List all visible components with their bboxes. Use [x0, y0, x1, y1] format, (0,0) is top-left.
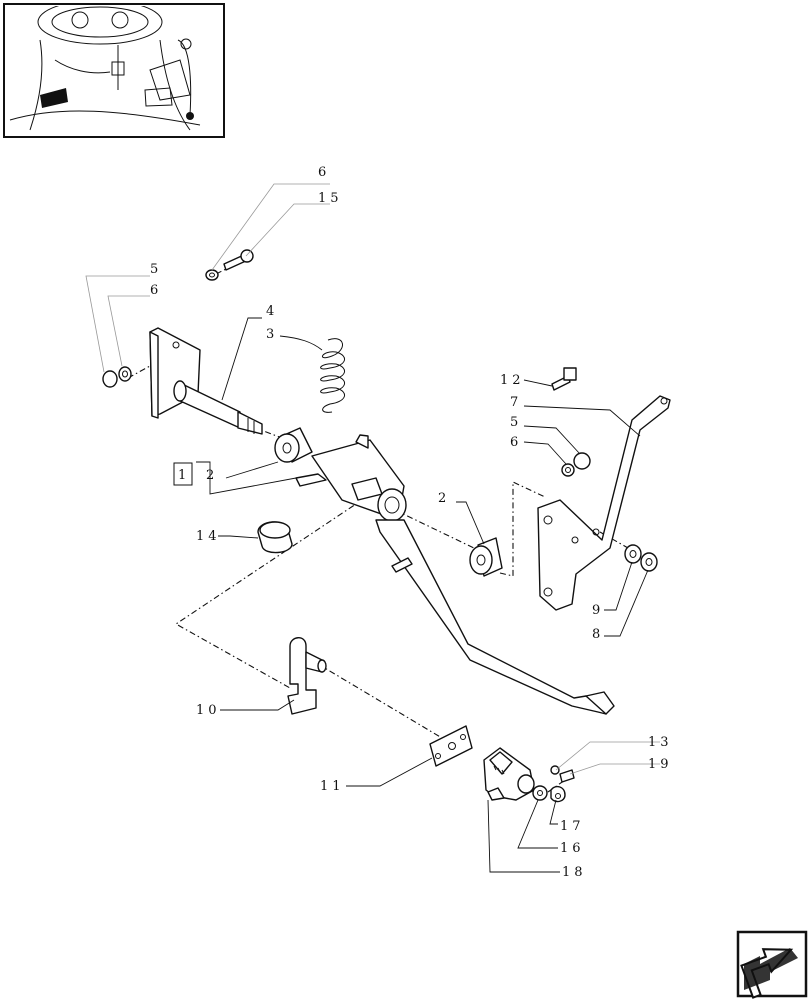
callout-6: 6: [150, 283, 162, 298]
assembly-line: [239, 421, 283, 439]
callout-11: 11: [320, 779, 345, 794]
bolt-15: [205, 249, 254, 281]
bracket-7: [537, 395, 671, 611]
bushing-2-right: [469, 537, 503, 577]
callout-19: 19: [648, 757, 673, 772]
assembly-line: [394, 509, 479, 551]
callout-labels: 6 15 5 6 4 3 12 7 5 6 1 2 2 14 9 8 10 13…: [150, 165, 673, 880]
callout-8: 8: [592, 627, 604, 642]
callout-5: 5: [510, 415, 522, 430]
cap-14: [257, 521, 293, 554]
bolt-12: [551, 367, 577, 391]
callout-3: 3: [266, 327, 278, 342]
callout-2: 2: [438, 491, 450, 506]
callout-18: 18: [562, 865, 587, 880]
callout-17: 17: [560, 819, 585, 834]
callout-16: 16: [560, 841, 585, 856]
plate-11: [429, 725, 473, 767]
callout-10: 10: [196, 703, 221, 718]
callout-12: 12: [500, 373, 525, 388]
washers-8-9: [624, 544, 658, 572]
callout-2: 2: [206, 468, 218, 483]
fork-10: [287, 637, 327, 715]
assembly-line: [127, 365, 151, 379]
callout-1: 1: [178, 468, 190, 483]
callout-13: 13: [648, 735, 673, 750]
callout-15: 15: [318, 191, 343, 206]
next-page-arrow-icon[interactable]: [736, 930, 808, 999]
leader-lines: [85, 183, 660, 873]
tractor-pedal-thumbnail[interactable]: [3, 0, 225, 138]
callout-5: 5: [150, 262, 162, 277]
callout-4: 4: [266, 304, 278, 319]
pedal-shaft-bracket: [149, 327, 263, 435]
nut-17-washer-16: [532, 785, 566, 803]
bushing-2-left: [274, 427, 313, 463]
switch-18: [483, 747, 535, 801]
callout-7: 7: [510, 395, 522, 410]
callout-6: 6: [510, 435, 522, 450]
callout-box-1: [173, 462, 193, 486]
callout-6: 6: [318, 165, 330, 180]
screw-13: [550, 765, 575, 783]
callout-14: 14: [196, 529, 221, 544]
assembly-line: [499, 481, 546, 577]
nut-washer-left: [102, 366, 132, 388]
callout-9: 9: [592, 603, 604, 618]
assembly-line: [174, 497, 366, 689]
assembly-line: [317, 663, 453, 745]
nut-washer-right: [561, 452, 591, 477]
brake-pedal: [295, 434, 615, 715]
spring-3: [320, 338, 345, 413]
